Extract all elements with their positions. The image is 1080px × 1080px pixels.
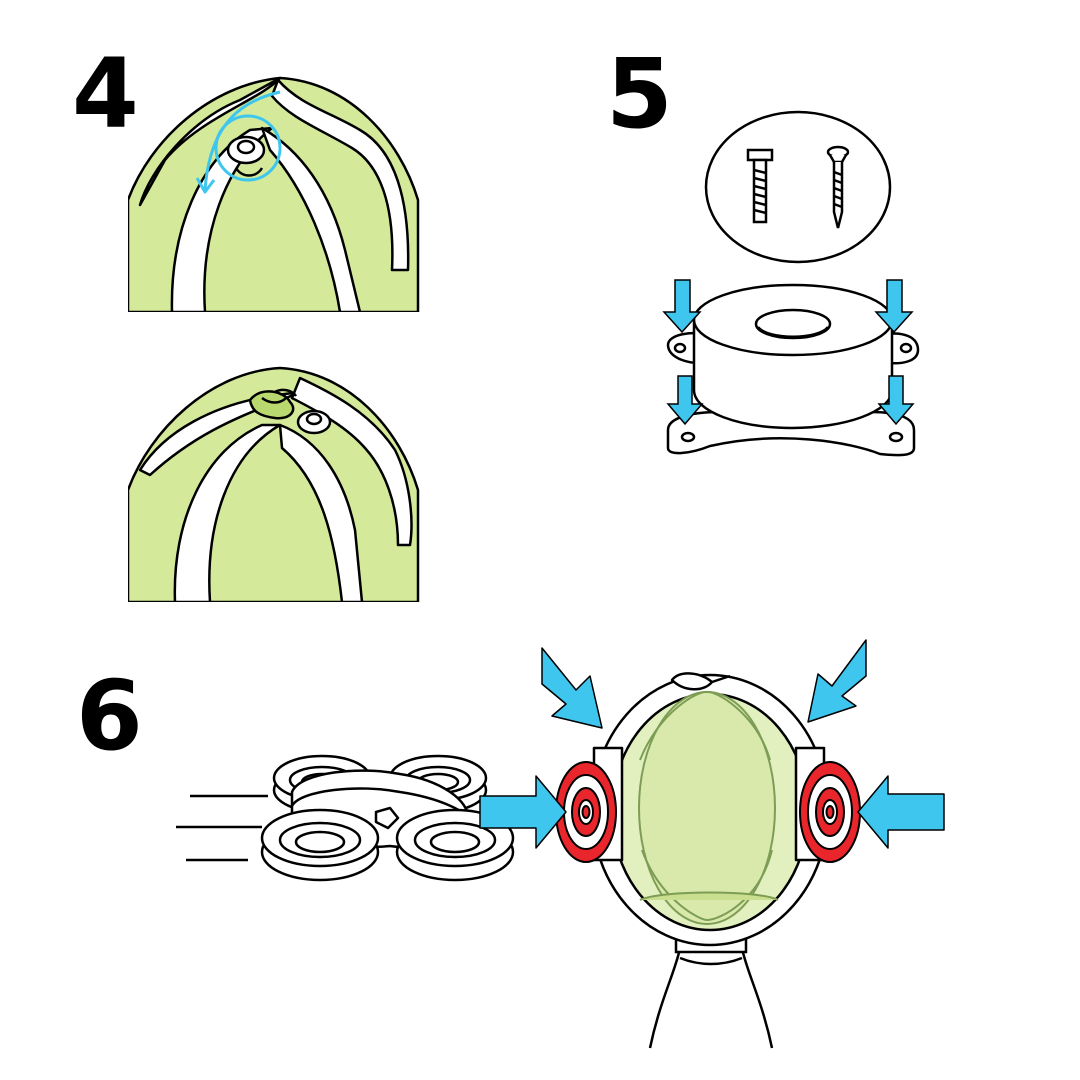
target-icon — [799, 761, 861, 863]
nut-icon — [226, 135, 266, 177]
rotate-arrow-icon — [195, 90, 282, 194]
step-6-number: 6 — [76, 660, 143, 772]
ball-seam — [260, 126, 362, 312]
step-4-ball-top — [128, 76, 420, 312]
motion-lines — [176, 794, 268, 862]
drone-icon — [260, 754, 515, 882]
push-arrow-icon — [666, 375, 704, 426]
push-arrow-icon — [662, 279, 702, 334]
push-arrow-icon — [807, 639, 867, 723]
step-5-hardware — [704, 110, 892, 264]
step-5-number: 5 — [606, 38, 673, 150]
capsule-stand — [648, 928, 774, 1049]
push-arrow-icon — [857, 775, 945, 849]
step-4-ball-bottom — [128, 366, 420, 602]
capsule-icon — [590, 672, 830, 947]
step-5-arrows — [662, 279, 915, 426]
step-6-arrows — [479, 639, 945, 849]
screw-icon — [826, 145, 850, 229]
step-4-number: 4 — [72, 38, 139, 150]
push-arrow-icon — [541, 647, 603, 729]
push-arrow-icon — [877, 375, 915, 426]
knot-icon — [248, 388, 298, 420]
push-arrow-icon — [874, 279, 914, 334]
ball-seam — [290, 376, 413, 547]
hardware-callout — [704, 110, 892, 264]
push-arrow-icon — [479, 775, 567, 849]
ball-seam — [278, 423, 364, 602]
drone-rotor — [260, 808, 380, 882]
ball-seam — [270, 78, 410, 272]
nut-icon — [296, 409, 332, 435]
bolt-icon — [746, 148, 774, 224]
ball-seam — [138, 76, 282, 207]
step-5-mount — [666, 283, 920, 457]
tennis-ball-half-icon — [128, 76, 420, 312]
